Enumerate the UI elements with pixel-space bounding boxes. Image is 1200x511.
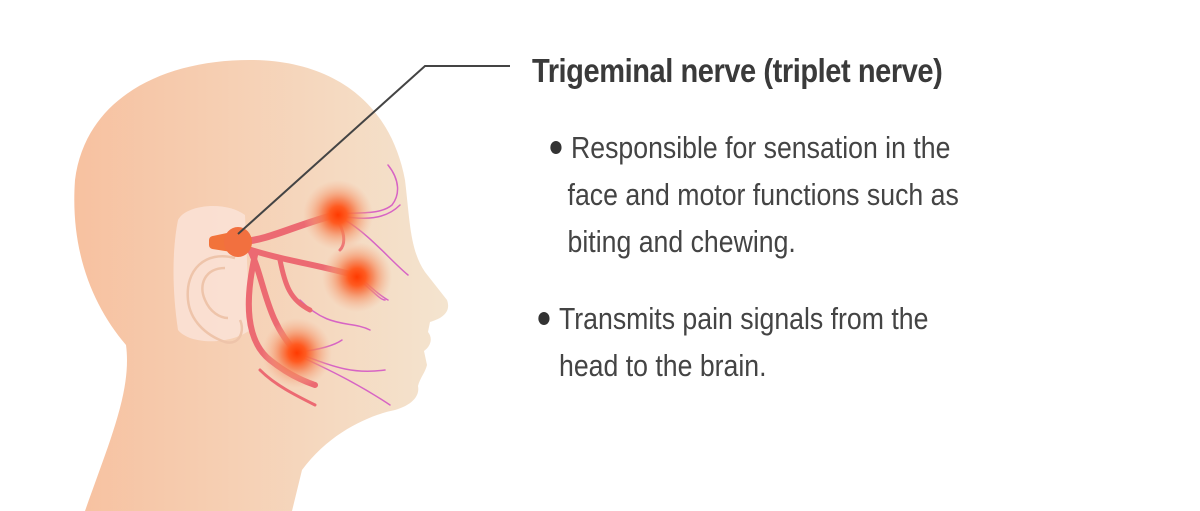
pain-point-cheek — [322, 242, 392, 312]
bullet-line: head to the brain. — [559, 348, 767, 383]
bullet-dot-icon — [538, 312, 550, 325]
bullet-dot-icon — [550, 141, 562, 154]
trigeminal-ganglion — [209, 227, 252, 257]
bullet-line: Transmits pain signals from the — [559, 301, 929, 336]
pain-point-forehead — [303, 180, 373, 250]
pain-points — [262, 180, 392, 388]
bullet-line: face and motor functions such as — [567, 177, 959, 212]
title: Trigeminal nerve (triplet nerve) — [532, 52, 943, 89]
bullet-item: Transmits pain signals from the head to … — [538, 295, 929, 389]
bullet-item: Responsible for sensation in the face an… — [550, 124, 959, 265]
bullet-line: biting and chewing. — [567, 224, 796, 259]
ear-glow — [173, 205, 250, 342]
pain-point-jaw — [262, 318, 332, 388]
bullet-line: Responsible for sensation in the — [571, 130, 951, 165]
leader-line — [237, 65, 510, 235]
ear-icon — [186, 255, 244, 344]
